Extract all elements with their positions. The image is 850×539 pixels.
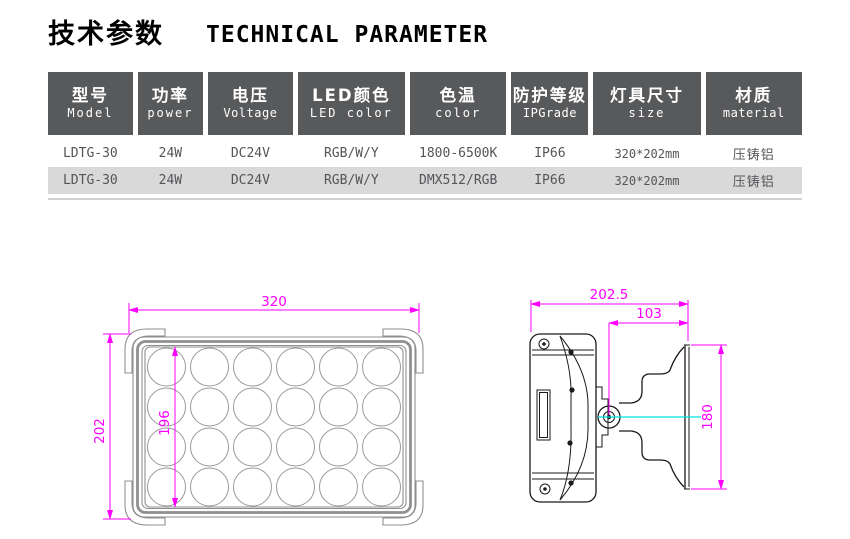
led-lens (362, 387, 401, 427)
lamp-body-side (529, 333, 597, 503)
cell-material: 压铸铝 (732, 175, 775, 190)
dim-side-plate-height: 180 (700, 404, 716, 430)
col-header-voltage-en: Voltage (223, 106, 278, 121)
col-header-power-zh: 功率 (151, 85, 189, 105)
front-dimensions: 320 202 196 (92, 294, 420, 520)
led-lens (276, 347, 315, 387)
page-title: 技术参数 TECHNICAL PARAMETER (48, 12, 488, 51)
cell-model: LDTG-30 (62, 146, 118, 161)
col-header-size: 灯具尺寸 size (593, 72, 701, 135)
cell-voltage: DC24V (230, 146, 270, 161)
led-lens (276, 427, 315, 467)
table-row-1: LDTG-30 24W DC24V RGB/W/Y 1800-6500K IP6… (48, 140, 802, 167)
cell-led-color: RGB/W/Y (323, 146, 379, 161)
cell-size: 320*202mm (614, 173, 680, 188)
led-lens (190, 387, 229, 427)
col-header-voltage: 电压 Voltage (208, 72, 293, 135)
led-lens (147, 387, 186, 427)
screw-icon (538, 338, 550, 350)
dim-front-height: 202 (92, 418, 108, 444)
screw-icon (539, 483, 551, 495)
lamp-housing-front (132, 336, 416, 518)
title-english: TECHNICAL PARAMETER (206, 22, 489, 48)
table-header-row: 型号 Model 功率 power 电压 Voltage LED颜色 LED c… (48, 72, 802, 135)
led-lens (362, 427, 401, 467)
title-chinese: 技术参数 (48, 19, 164, 50)
col-header-ip-grade-zh: 防护等级 (512, 85, 587, 105)
led-lens (276, 387, 315, 427)
col-header-led-color-en: LED color (309, 106, 393, 121)
dim-front-inner-height: 196 (157, 410, 173, 436)
col-header-model-zh: 型号 (71, 85, 109, 105)
led-lens (147, 427, 186, 467)
col-header-material: 材质 material (705, 72, 802, 135)
parameter-table: 型号 Model 功率 power 电压 Voltage LED颜色 LED c… (48, 72, 802, 200)
led-lens (319, 347, 358, 387)
col-header-color-temp-en: color (435, 106, 482, 121)
front-view-drawing: 320 202 196 (92, 294, 424, 526)
housing-seam (559, 335, 589, 501)
cell-material: 压铸铝 (732, 148, 775, 163)
led-lens (147, 467, 186, 507)
led-lens (190, 347, 229, 387)
col-header-material-en: material (722, 106, 785, 121)
col-header-size-en: size (628, 106, 666, 121)
cell-size: 320*202mm (614, 146, 680, 161)
cell-ip-grade: IP66 (534, 146, 566, 161)
col-header-model-en: Model (67, 106, 114, 121)
col-header-ip-grade: 防护等级 IPGrade (511, 72, 589, 135)
led-lens (190, 427, 229, 467)
cell-color-temp: DMX512/RGB (419, 173, 498, 188)
col-header-voltage-zh: 电压 (231, 85, 269, 105)
led-lens (233, 347, 272, 387)
col-header-led-color: LED颜色 LED color (297, 72, 405, 135)
cell-power: 24W (158, 146, 183, 161)
side-view-drawing: 202.5 103 180 (529, 287, 727, 503)
side-dimensions: 202.5 103 180 (530, 287, 727, 490)
led-lens (276, 467, 315, 507)
cell-model: LDTG-30 (62, 173, 118, 188)
bracket-arm-top (619, 346, 685, 404)
led-lens (233, 467, 272, 507)
col-header-size-zh: 灯具尺寸 (609, 85, 684, 105)
led-lens (233, 427, 272, 467)
led-grid (147, 347, 401, 507)
cell-led-color: RGB/W/Y (323, 173, 379, 188)
cell-power: 24W (158, 173, 183, 188)
col-header-color-temp: 色温 color (409, 72, 507, 135)
table-row-2: LDTG-30 24W DC24V RGB/W/Y DMX512/RGB IP6… (48, 167, 802, 194)
dim-front-width: 320 (261, 294, 287, 310)
col-header-color-temp-zh: 色温 (439, 85, 477, 105)
led-lens (190, 467, 229, 507)
cell-color-temp: 1800-6500K (419, 146, 498, 161)
led-lens (362, 467, 401, 507)
cell-voltage: DC24V (230, 173, 270, 188)
led-lens (233, 387, 272, 427)
col-header-power: 功率 power (137, 72, 204, 135)
led-lens (319, 467, 358, 507)
led-lens (319, 387, 358, 427)
col-header-material-zh: 材质 (735, 85, 773, 105)
cell-ip-grade: IP66 (534, 173, 566, 188)
table-bottom-rule (48, 198, 802, 200)
col-header-power-en: power (147, 106, 194, 121)
col-header-led-color-zh: LED颜色 (312, 85, 391, 105)
led-lens (362, 347, 401, 387)
dim-side-bracket-depth: 103 (636, 306, 662, 322)
side-slot (536, 389, 551, 441)
led-lens (319, 427, 358, 467)
col-header-model: 型号 Model (48, 72, 133, 135)
col-header-ip-grade-en: IPGrade (522, 106, 577, 121)
dim-side-total-depth: 202.5 (590, 287, 629, 303)
led-lens (147, 347, 186, 387)
bracket-arm-bottom (619, 430, 685, 488)
